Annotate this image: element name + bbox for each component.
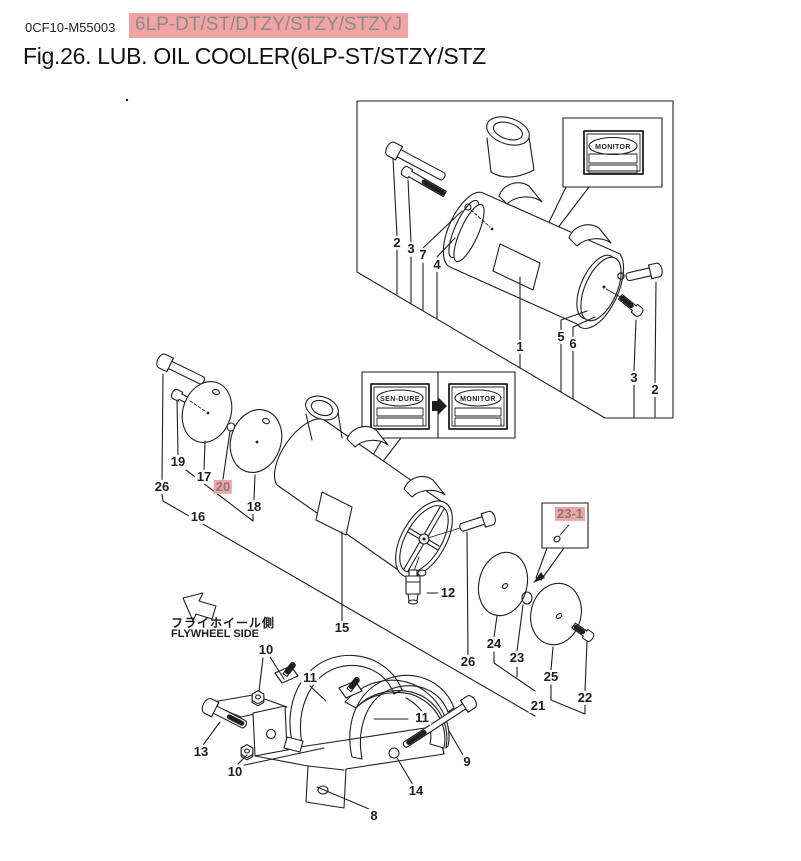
gasket-disk-18 xyxy=(229,409,283,473)
bracket-tab xyxy=(568,224,612,247)
part-callout: 14 xyxy=(406,782,426,799)
part-callout: 15 xyxy=(332,619,352,636)
gasket-disk-24 xyxy=(477,551,529,617)
decal-pointer-arrowhead-icon xyxy=(533,572,545,583)
part-callout: 25 xyxy=(541,668,561,685)
hex-nut-10 xyxy=(240,744,254,761)
assembly-box-border xyxy=(356,100,674,419)
part-callout: 19 xyxy=(168,453,188,470)
part-callout: 13 xyxy=(191,743,211,760)
part-callout: 16 xyxy=(188,508,208,525)
part-callout: 4 xyxy=(431,256,443,273)
part-callout: 8 xyxy=(368,807,380,824)
bracket-tab xyxy=(346,426,389,448)
bracket-tab xyxy=(498,182,543,205)
part-callout: 21 xyxy=(528,697,548,714)
part-callout: 5 xyxy=(555,328,567,345)
part-callout: 22 xyxy=(575,689,595,706)
flywheel-side-label-en: FLYWHEEL SIDE xyxy=(171,628,260,640)
oil-cooler-middle-illustration xyxy=(274,395,461,578)
replacement-arrow-icon xyxy=(432,397,447,415)
part-callout: 7 xyxy=(417,246,429,263)
part-callout: 10 xyxy=(225,763,245,780)
name-plate-patch xyxy=(492,243,541,291)
part-callout: 10 xyxy=(256,641,276,658)
part-callout: 3 xyxy=(405,240,417,257)
leader-lines-top xyxy=(392,157,657,418)
bolt-part-2-right xyxy=(625,262,663,282)
saddle-shell-11 xyxy=(344,679,450,749)
figure-title: Fig.26. LUB. OIL COOLER(6LP-ST/STZY/STZ xyxy=(23,43,486,69)
nut-23 xyxy=(521,591,533,605)
bolt-part-13 xyxy=(201,697,248,729)
bolt-part-22 xyxy=(571,622,595,642)
part-callout-highlighted: 23-1 xyxy=(554,505,586,522)
name-plate-patch xyxy=(315,491,353,536)
bolt-part-9 xyxy=(402,695,477,748)
part-callout: 24 xyxy=(484,635,504,652)
bolt-part-2-left xyxy=(385,141,446,181)
drain-cock xyxy=(405,569,427,605)
middle-assembly: SEN-DURE MONITOR xyxy=(156,353,595,717)
leader-lines-bottom xyxy=(202,656,464,810)
part-callout: 6 xyxy=(567,335,579,352)
leader-lines-middle xyxy=(161,373,588,717)
bolt-part-3-right xyxy=(617,294,644,317)
oil-cooler-top-illustration xyxy=(442,116,632,330)
bolt-part-26-right xyxy=(459,510,496,532)
part-callout: 11 xyxy=(413,709,431,726)
washer-14 xyxy=(388,747,400,759)
sendure-decal-text: SEN-DURE xyxy=(380,396,420,403)
cover-disk-17 xyxy=(181,381,233,443)
print-dot xyxy=(125,98,129,102)
bolt-part-26-left xyxy=(156,353,205,385)
part-callout: 2 xyxy=(649,381,661,398)
part-callout: 12 xyxy=(438,584,458,601)
part-callout: 9 xyxy=(461,753,473,770)
part-callout: 2 xyxy=(391,234,403,251)
part-callout: 26 xyxy=(458,653,478,670)
cover-disk-25 xyxy=(530,582,582,646)
monitor-decal-text: MONITOR xyxy=(595,144,631,151)
bracket-tab xyxy=(403,476,446,498)
part-callout: 3 xyxy=(628,369,640,386)
part-callout-highlighted: 20 xyxy=(213,478,233,495)
part-callout: 26 xyxy=(152,478,172,495)
part-callout: 1 xyxy=(514,338,526,355)
o-ring-23-1 xyxy=(553,535,561,543)
part-callout: 17 xyxy=(194,468,214,485)
document-code: 0CF10-M55003 xyxy=(25,20,116,35)
bolt-part-3-left xyxy=(400,165,447,198)
flywheel-direction-arrow-icon xyxy=(182,592,217,622)
monitor-mid-decal-text: MONITOR xyxy=(460,396,496,403)
flywheel-side-label-jp: フライホイール側 xyxy=(171,616,276,630)
model-codes-highlight: 6LP-DT/ST/DTZY/STZY/STZYJ xyxy=(129,13,409,38)
part-callout: 18 xyxy=(244,498,264,515)
clamp-strap-11 xyxy=(283,654,455,760)
bottom-clamp-assembly xyxy=(201,654,477,810)
top-assembly-box: MONITOR xyxy=(356,100,674,419)
hex-nut-10 xyxy=(251,690,265,707)
part-callout: 11 xyxy=(301,669,319,686)
clamp-stud-tab xyxy=(274,662,363,699)
part-callout: 23 xyxy=(507,649,527,666)
